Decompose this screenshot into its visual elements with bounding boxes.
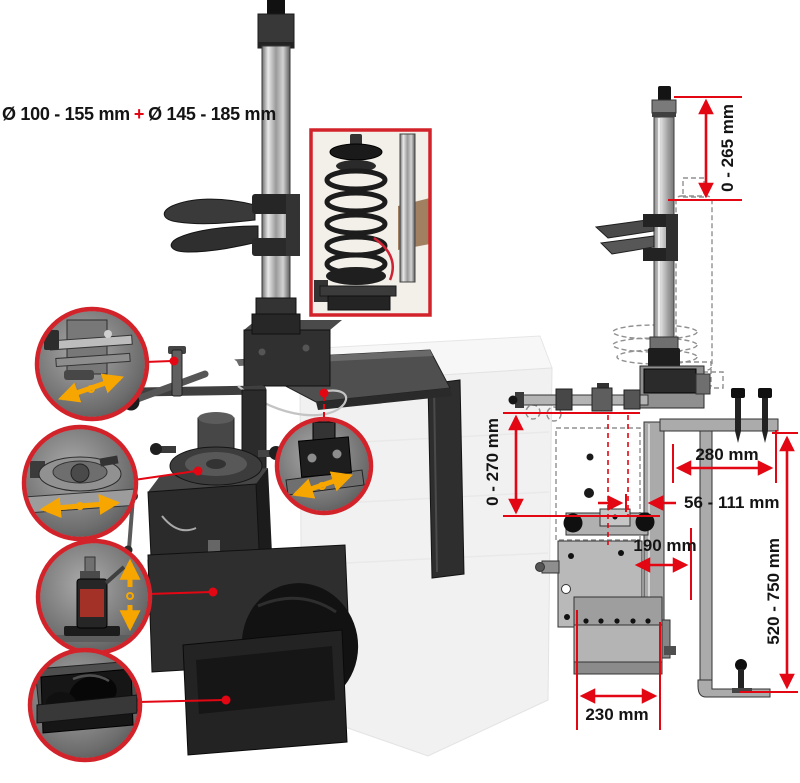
callout-rotary-plate — [21, 424, 139, 542]
diagonal-double-arrow-icon — [58, 373, 124, 403]
dimension-label-clamp-range: 56 - 111 mm — [684, 493, 780, 512]
horizontal-double-arrow-icon — [39, 493, 121, 519]
callout-sliding-block — [274, 416, 374, 516]
drawing-tray — [573, 596, 663, 675]
drawing-claw — [594, 214, 678, 261]
dimension-label-bracket-width: 280 mm — [695, 445, 759, 464]
stand-column — [427, 379, 465, 579]
dim-tray-offset-arrow — [634, 528, 692, 600]
safety-cable — [237, 385, 348, 417]
red-wire — [373, 236, 394, 281]
rotary-clamp-plate — [150, 412, 283, 486]
dimension-label-mount-height: 520 - 750 mm — [764, 538, 783, 645]
callout-hydraulic-jack — [35, 538, 153, 656]
machine-photo — [122, 0, 465, 756]
bench-bracket — [659, 388, 779, 698]
callout-upper-clamp — [34, 306, 150, 422]
inset-red-border — [309, 128, 432, 317]
spec-diameter-range-2: Ø 145 - 185 mm — [148, 104, 276, 124]
drawing-mount-block — [639, 365, 711, 409]
spec-plus-separator: + — [133, 104, 145, 124]
spec-header: Ø 100 - 155 mm+Ø 145 - 185 mm — [2, 104, 276, 125]
storage-trays — [147, 544, 359, 756]
callout-leader-lines — [133, 356, 329, 705]
drawing-knob-clamp — [563, 508, 655, 536]
spindle-column — [251, 0, 301, 335]
dim-bracket-width-arrow — [672, 430, 777, 483]
vertical-double-arrow-icon — [119, 558, 141, 632]
diagonal-double-arrow-icon — [292, 471, 353, 499]
dimension-label-body-travel: 0 - 270 mm — [483, 418, 502, 506]
dimension-label-column-extension: 0 - 265 mm — [718, 104, 737, 192]
callout-storage-tray — [27, 647, 143, 763]
inset-detail-photo — [309, 128, 432, 317]
dim-mount-height-arrow — [740, 432, 798, 693]
dimension-label-tray-offset: 190 mm — [633, 536, 697, 555]
drawing-column — [648, 86, 680, 368]
claw-support — [163, 194, 300, 256]
dimension-annotations — [133, 96, 798, 730]
dim-body-travel-arrow — [503, 412, 660, 517]
callout-circles — [21, 306, 374, 763]
dim-clamp-range-arrow — [598, 415, 676, 545]
spec-diameter-range-1: Ø 100 - 155 mm — [2, 104, 130, 124]
dim-tray-width-arrow — [576, 610, 661, 730]
dim-column-extension-arrow — [668, 96, 742, 201]
drawing-guide-rod — [508, 383, 649, 412]
technical-drawing — [508, 86, 779, 698]
dimension-label-tray-width: 230 mm — [585, 705, 649, 724]
